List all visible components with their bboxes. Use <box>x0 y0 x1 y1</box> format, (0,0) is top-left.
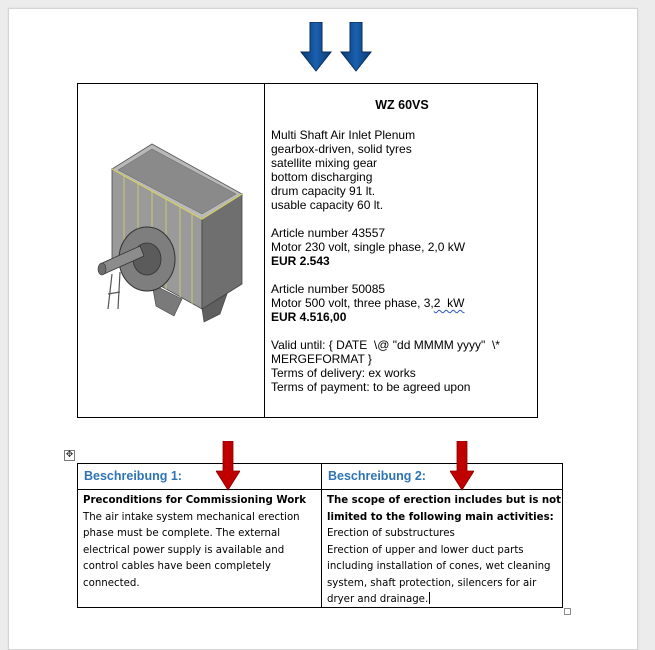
motor-spec-1: Motor 230 volt, single phase, 2,0 kW <box>271 240 466 254</box>
terms-of-payment: Terms of payment: to be agreed upon <box>271 380 471 394</box>
cell-line: connected. <box>83 577 140 589</box>
cell-line-text: dryer and drainage. <box>327 594 429 605</box>
cell-line: system, shaft protection, silencers for … <box>327 577 537 589</box>
description-line: drum capacity 91 lt. <box>271 184 376 198</box>
table-divider <box>264 84 265 417</box>
cell-title: limited to the following main activities… <box>327 511 554 523</box>
product-title: WZ 60VS <box>375 98 429 112</box>
cell-title: Preconditions for Commissioning Work <box>83 495 307 506</box>
cell-line: dryer and drainage. <box>327 592 561 609</box>
motor-spec-2: Motor 500 volt, three phase, 3,2 kW <box>271 296 464 310</box>
valid-until-field-cont: MERGEFORMAT } <box>271 352 372 366</box>
cell-line: phase must be complete. The external <box>83 528 281 539</box>
cell-line: including installation of cones, wet cle… <box>327 561 551 572</box>
description-line: bottom discharging <box>271 170 373 184</box>
air-inlet-plenum-image <box>97 143 243 323</box>
text-cursor <box>429 592 431 604</box>
move-arrows-icon[interactable]: ✥ <box>64 450 75 461</box>
price-2: EUR 4.516,00 <box>271 310 347 324</box>
column-header-2: Beschreibung 2: <box>328 469 426 483</box>
description-table: Beschreibung 1: Beschreibung 2: Precondi… <box>77 463 563 608</box>
cell-line: control cables have been completely <box>83 561 271 572</box>
article-number-2: Article number 50085 <box>271 282 386 296</box>
valid-until-field: Valid until: { DATE \@ "dd MMMM yyyy" \* <box>271 338 500 352</box>
motor-spec-2-text: Motor 500 volt, three phase, 3, <box>271 296 434 310</box>
description-line: gearbox-driven, solid tyres <box>271 142 412 156</box>
spelling-flag: 2 kW <box>433 296 465 310</box>
column-header-1: Beschreibung 1: <box>84 469 182 483</box>
description-line: satellite mixing gear <box>271 156 378 170</box>
cell-line: Erection of substructures <box>327 528 455 539</box>
table-divider <box>321 464 322 607</box>
cell-line: electrical power supply is available and <box>83 544 285 556</box>
article-number-1: Article number 43557 <box>271 226 386 240</box>
description-cell-1[interactable]: Preconditions for Commissioning Work The… <box>83 493 318 592</box>
product-table: WZ 60VS Multi Shaft Air Inlet Plenum gea… <box>77 83 538 418</box>
red-down-arrow-icon <box>450 441 474 491</box>
description-cell-2[interactable]: The scope of erection includes but is no… <box>327 493 561 609</box>
table-divider <box>78 489 562 490</box>
description-line: Multi Shaft Air Inlet Plenum <box>271 128 416 142</box>
cell-title: The scope of erection includes but is no… <box>327 495 562 506</box>
resize-handle-icon[interactable] <box>564 608 571 615</box>
terms-of-delivery: Terms of delivery: ex works <box>271 366 416 380</box>
description-line: usable capacity 60 lt. <box>271 198 384 212</box>
document-page <box>8 8 638 650</box>
blue-down-arrow-icon <box>300 22 332 72</box>
cell-line: The air intake system mechanical erectio… <box>83 511 300 523</box>
cell-line: Erection of upper and lower duct parts <box>327 544 524 556</box>
blue-down-arrow-icon <box>340 22 372 72</box>
price-1: EUR 2.543 <box>271 254 330 268</box>
red-down-arrow-icon <box>216 441 240 491</box>
